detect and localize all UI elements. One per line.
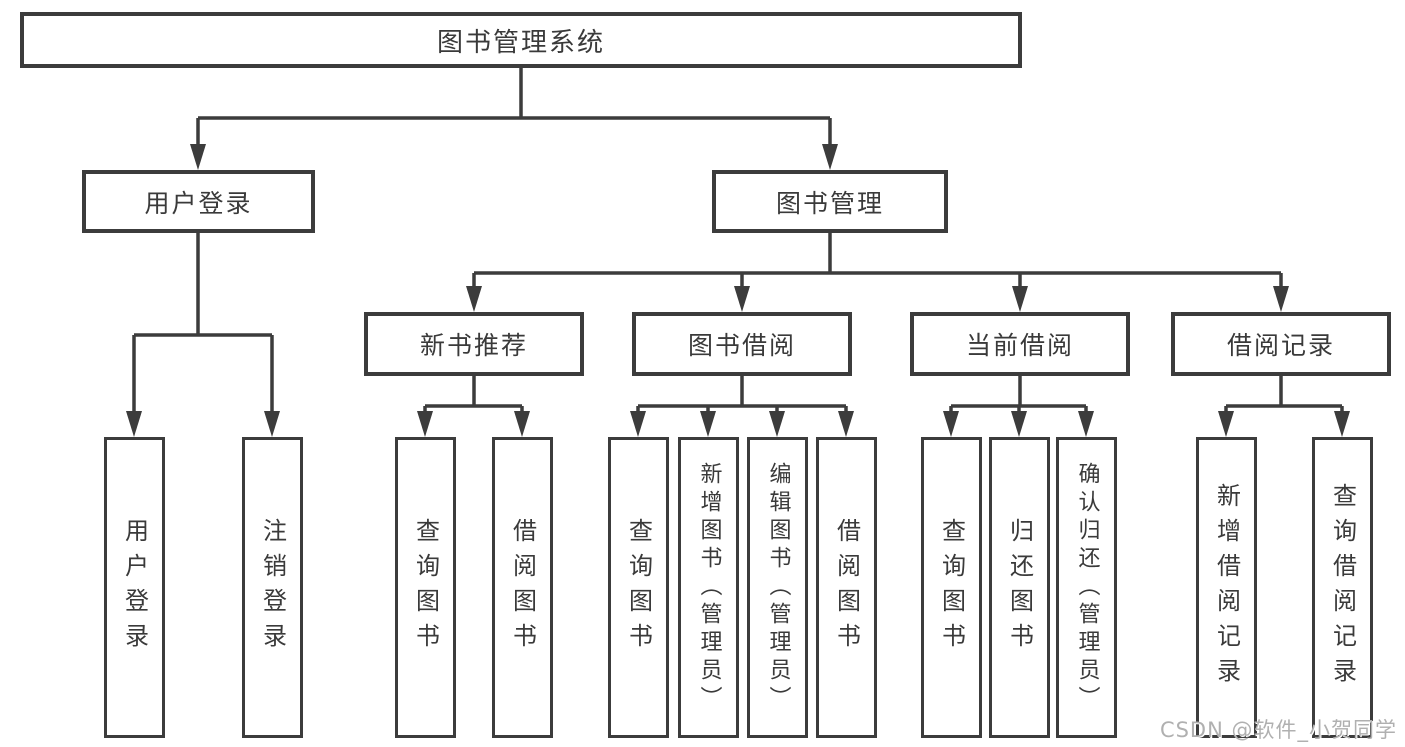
leaf-search-borrow-record: 查询借阅记录 — [1312, 437, 1373, 738]
leaf-user-login: 用户登录 — [104, 437, 165, 738]
node-book-management: 图书管理 — [712, 170, 948, 233]
node-current-borrow: 当前借阅 — [910, 312, 1130, 376]
watermark: CSDN @软件_小贺同学 — [1159, 718, 1397, 742]
node-library-system: 图书管理系统 — [20, 12, 1022, 68]
connector-currentborrow-children — [949, 376, 1088, 413]
leaf-confirm-return-admin: 确认归还（管理员） — [1056, 437, 1117, 738]
node-user-login: 用户登录 — [82, 170, 315, 233]
connector-userlogin-children — [132, 233, 274, 413]
leaf-search-books-borrow: 查询图书 — [608, 437, 669, 738]
leaf-edit-books-admin: 编辑图书（管理员） — [747, 437, 808, 738]
connector-borrowrecords-children — [1224, 376, 1344, 413]
leaf-add-borrow-record: 新增借阅记录 — [1196, 437, 1257, 738]
connector-bookmgmt-to-level2 — [472, 233, 1283, 288]
leaf-return-books: 归还图书 — [989, 437, 1050, 738]
leaf-logout-login: 注销登录 — [242, 437, 303, 738]
leaf-search-books-recommend: 查询图书 — [395, 437, 456, 738]
leaf-search-books-current: 查询图书 — [921, 437, 982, 738]
connector-newbook-children — [423, 376, 524, 413]
leaf-borrow-books: 借阅图书 — [816, 437, 877, 738]
leaf-add-books-admin: 新增图书（管理员） — [678, 437, 739, 738]
connector-root-to-level1 — [196, 68, 832, 146]
leaf-borrow-books-recommend: 借阅图书 — [492, 437, 553, 738]
node-book-borrow: 图书借阅 — [632, 312, 852, 376]
arrowheads-level2 — [466, 286, 1289, 312]
arrowheads-level1 — [190, 144, 838, 170]
node-borrow-records: 借阅记录 — [1171, 312, 1391, 376]
arrowheads-leaves — [126, 411, 1350, 437]
connector-bookborrow-children — [636, 376, 848, 413]
node-new-book-recommend: 新书推荐 — [364, 312, 584, 376]
